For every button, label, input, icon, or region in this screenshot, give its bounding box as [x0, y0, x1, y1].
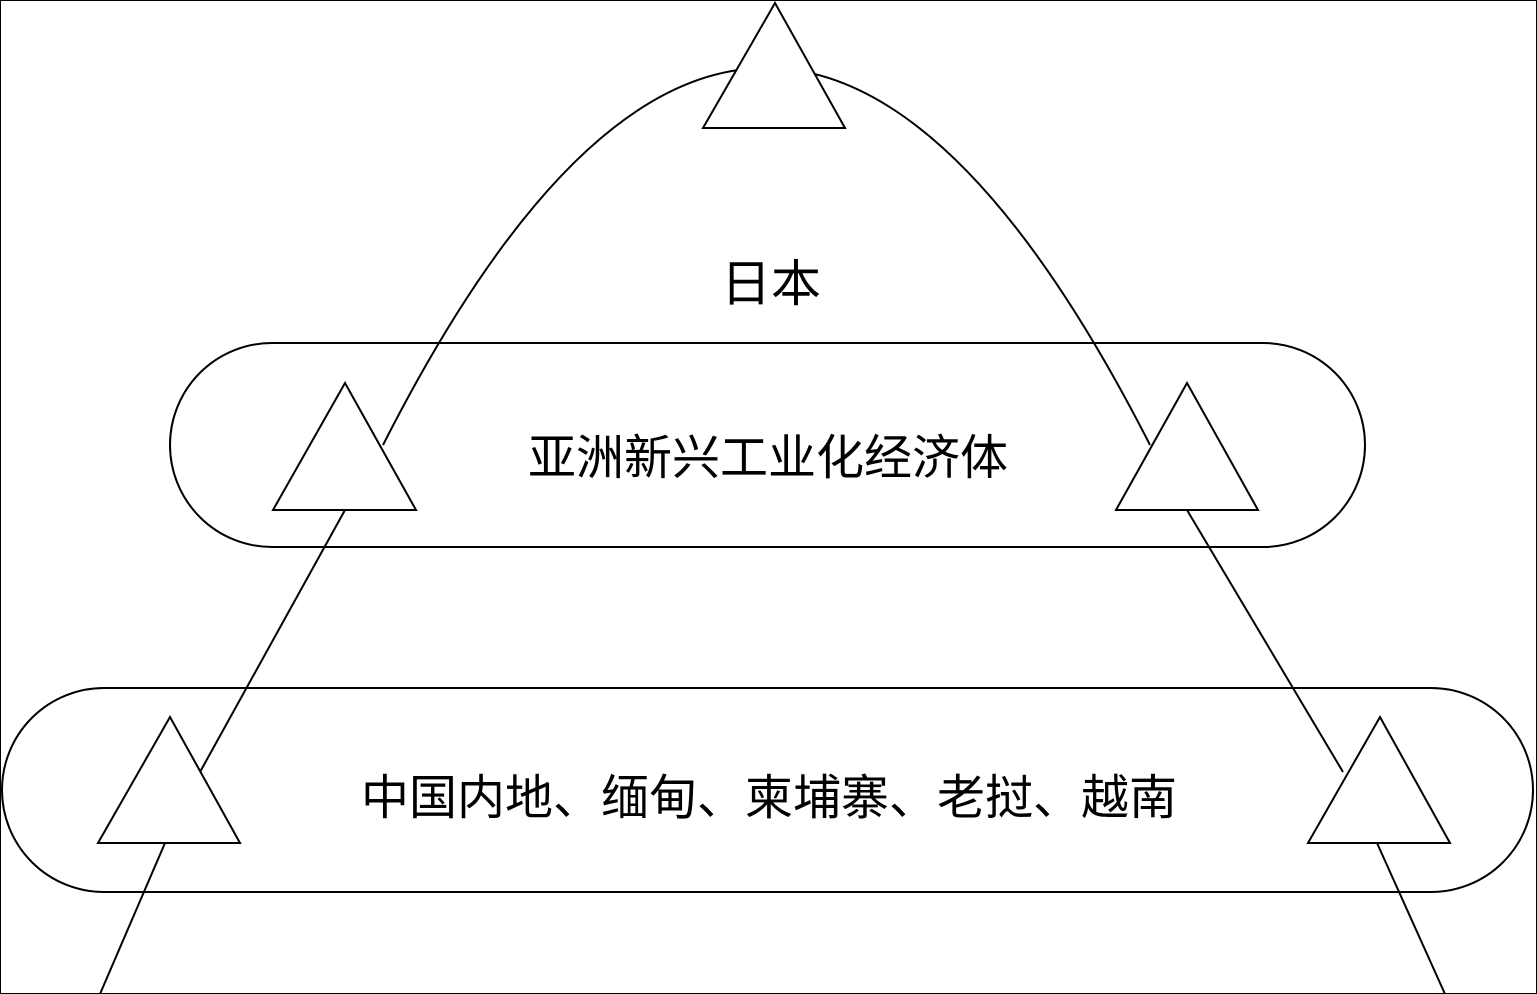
middle-right-triangle-icon: [1114, 380, 1260, 511]
right-line-bottom: [1376, 842, 1446, 994]
middle-left-triangle-icon: [271, 380, 418, 511]
left-line-bottom: [99, 842, 166, 994]
middle-label: 亚洲新兴工业化经济体: [528, 430, 1008, 486]
bottom-right-triangle-icon: [1306, 714, 1452, 844]
top-label: 日本: [721, 255, 821, 313]
top-triangle-icon: [701, 0, 847, 129]
bottom-tier-pill: [1, 687, 1534, 893]
bottom-label: 中国内地、缅甸、柬埔寨、老挝、越南: [361, 770, 1177, 826]
right-line-middle: [1186, 509, 1344, 773]
left-line-middle: [199, 509, 346, 773]
bottom-left-triangle-icon: [96, 714, 242, 844]
middle-tier-pill: [169, 342, 1366, 548]
